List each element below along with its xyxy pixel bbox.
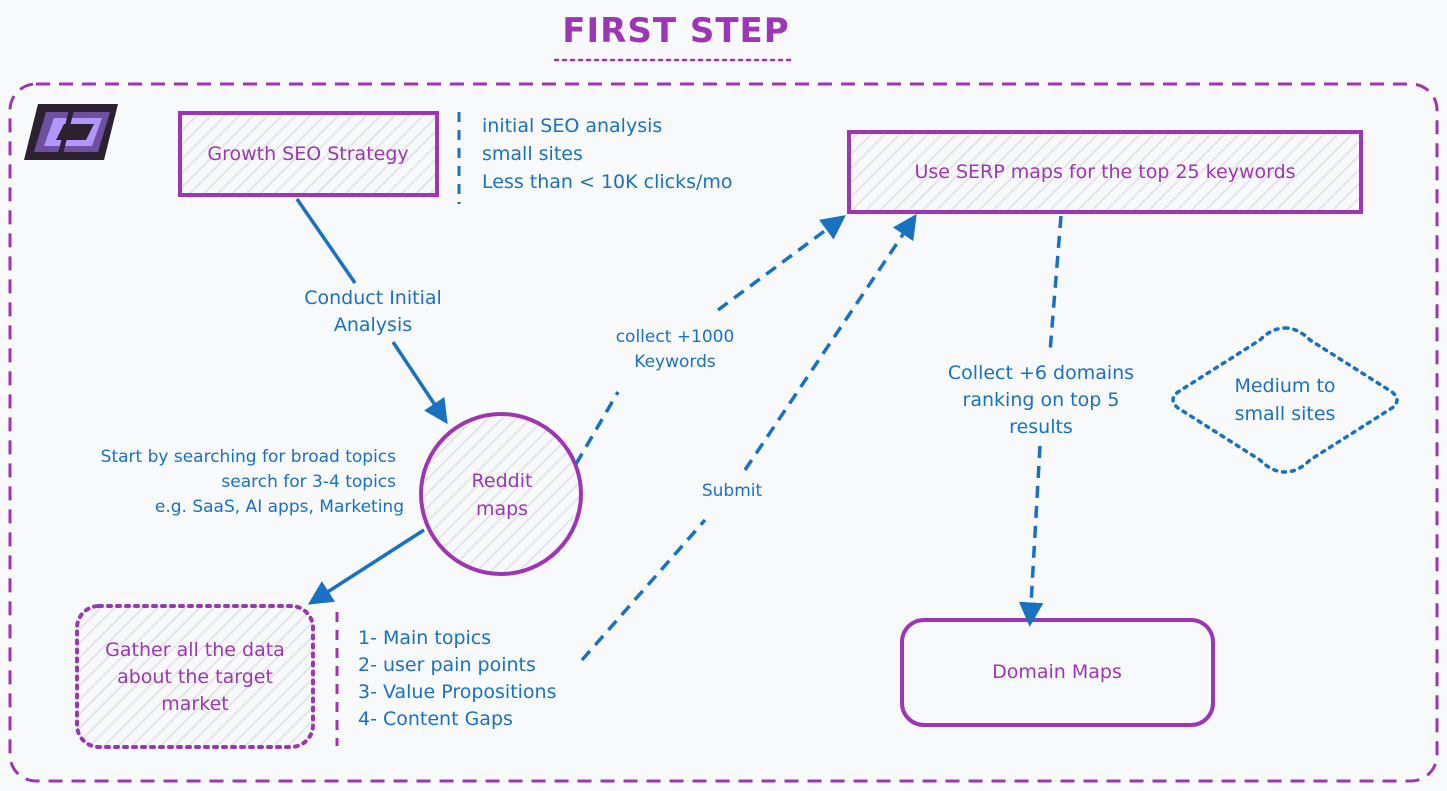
medium-small-sites-node[interactable]: Medium to small sites xyxy=(1171,326,1399,474)
reddit-to-gather-arrow xyxy=(307,528,425,605)
note-line: 1- Main topics xyxy=(358,627,491,649)
collect-domains-arrow: Collect +6 domains ranking on top 5 resu… xyxy=(948,215,1134,627)
collect-domains-label: Collect +6 domains xyxy=(948,362,1134,384)
domain-maps-node[interactable]: Domain Maps xyxy=(900,618,1215,727)
data-points-notes: 1- Main topics 2- user pain points 3- Va… xyxy=(358,627,557,730)
note-line: 2- user pain points xyxy=(358,654,536,676)
conduct-analysis-label: Conduct Initial xyxy=(304,287,442,309)
gather-data-label: Gather all the data xyxy=(105,639,285,661)
reddit-maps-node[interactable]: Reddit maps xyxy=(419,412,583,576)
page-title: FIRST STEP xyxy=(562,11,789,51)
search-topics-notes: Start by searching for broad topics sear… xyxy=(101,447,404,517)
growth-seo-node[interactable]: Growth SEO Strategy xyxy=(178,111,439,197)
note-line: Start by searching for broad topics xyxy=(101,447,396,467)
note-line: 4- Content Gaps xyxy=(358,708,513,730)
collect-keywords-label: collect +1000 xyxy=(616,327,735,347)
reddit-maps-label: maps xyxy=(476,498,528,520)
medium-small-sites-label: Medium to xyxy=(1234,375,1335,397)
submit-label: Submit xyxy=(702,481,763,501)
gather-data-label: market xyxy=(161,693,228,715)
conduct-analysis-label: Analysis xyxy=(334,314,412,336)
collect-keywords-arrow: collect +1000 Keywords xyxy=(574,215,846,465)
domain-maps-label: Domain Maps xyxy=(992,661,1122,683)
note-line: 3- Value Propositions xyxy=(358,681,557,703)
note-line: e.g. SaaS, AI apps, Marketing xyxy=(155,497,404,517)
seo-analysis-notes: initial SEO analysis small sites Less th… xyxy=(482,115,733,193)
gather-data-node[interactable]: Gather all the data about the target mar… xyxy=(75,604,315,749)
submit-arrow: Submit xyxy=(580,213,917,662)
gather-data-label: about the target xyxy=(117,666,273,688)
reddit-maps-label: Reddit xyxy=(472,470,533,492)
outer-frame xyxy=(8,82,1439,783)
growth-seo-label: Growth SEO Strategy xyxy=(207,143,408,165)
brand-logo-icon xyxy=(24,104,118,160)
serp-maps-node[interactable]: Use SERP maps for the top 25 keywords xyxy=(847,130,1363,214)
serp-maps-label: Use SERP maps for the top 25 keywords xyxy=(914,161,1295,183)
collect-domains-label: ranking on top 5 xyxy=(963,389,1120,411)
collect-domains-label: results xyxy=(1009,416,1073,438)
note-line: small sites xyxy=(482,143,583,165)
note-line: search for 3-4 topics xyxy=(221,472,396,492)
medium-small-sites-label: small sites xyxy=(1235,403,1336,425)
note-line: Less than < 10K clicks/mo xyxy=(482,171,733,193)
collect-keywords-label: Keywords xyxy=(634,352,716,372)
conduct-analysis-arrow: Conduct Initial Analysis xyxy=(295,198,448,425)
note-line: initial SEO analysis xyxy=(482,115,662,137)
